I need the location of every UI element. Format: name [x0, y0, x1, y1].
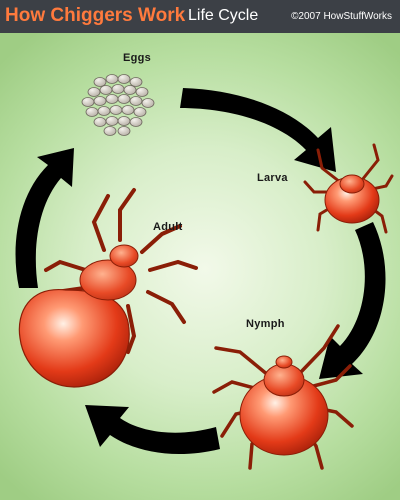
header-bar: How Chiggers Work Life Cycle ©2007 HowSt… [0, 0, 400, 33]
larva-mite [303, 143, 394, 234]
diagram-background [0, 33, 400, 500]
cycle-arrows [15, 88, 386, 455]
arrow-adult-to-eggs [15, 148, 74, 288]
copyright-notice: ©2007 HowStuffWorks [291, 11, 392, 22]
adult-mite [18, 188, 198, 388]
eggs-cluster [81, 74, 155, 136]
brand-title: How Chiggers Work [5, 5, 186, 26]
arrow-eggs-to-larva [180, 88, 336, 172]
arrow-larva-to-nymph [319, 222, 386, 379]
page-subtitle: Life Cycle [188, 7, 259, 24]
nymph-mite [212, 324, 354, 470]
arrow-nymph-to-adult [85, 405, 220, 455]
label-larva: Larva [257, 172, 288, 184]
label-eggs: Eggs [123, 52, 152, 64]
label-nymph: Nymph [246, 318, 285, 330]
label-adult: Adult [153, 221, 183, 233]
